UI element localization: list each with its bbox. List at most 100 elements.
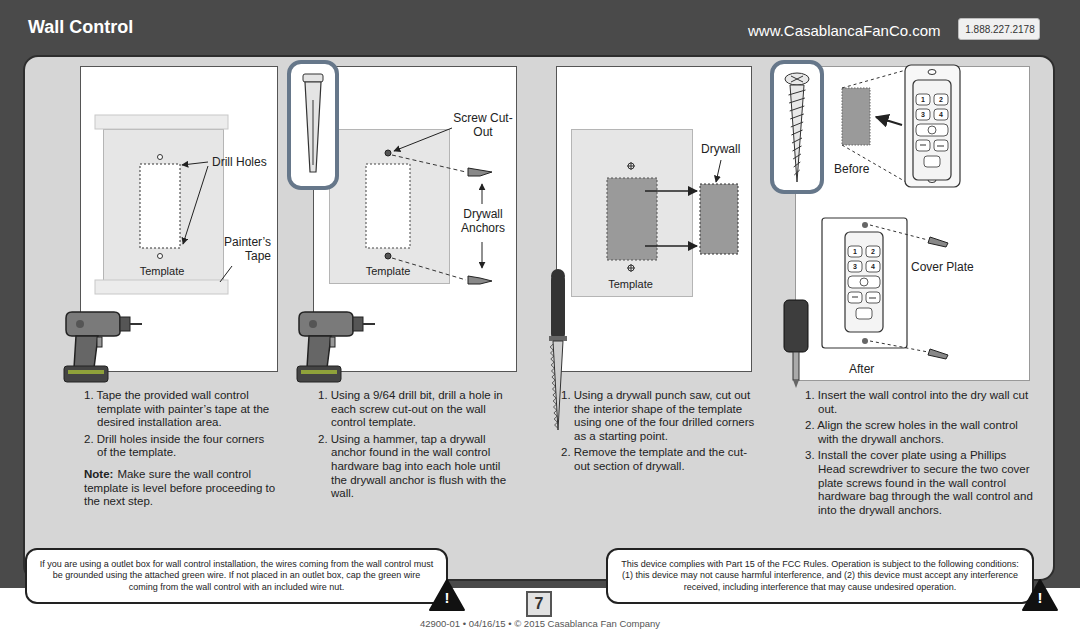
box-text: This device complies with Part 15 of the… (620, 559, 1020, 593)
box-label: Template (572, 278, 689, 291)
panel4-art-part (928, 70, 936, 75)
box-label: Template (330, 265, 446, 278)
button-number: 2 (867, 247, 879, 257)
step-text: 1. Using a drywall punch saw, cut out th… (561, 389, 757, 443)
panel4-art-part (870, 225, 928, 240)
panel1-art-part (64, 312, 142, 382)
step-text: 2. Using a hammer, tap a drywall anchor … (318, 433, 518, 501)
panel3-art-part (551, 276, 565, 338)
panel2-art-part (468, 168, 492, 176)
panel4-art-part (784, 300, 808, 352)
panel2-art-part (482, 184, 483, 204)
box-label: Drill Holes (212, 156, 274, 170)
phone-box: 1.888.227.2178 (958, 18, 1040, 40)
box-label: Before (834, 163, 886, 177)
step-text: 1. Insert the wall control into the dry … (805, 389, 1033, 416)
panel2-art-part (385, 150, 391, 156)
panel1-art-part (95, 115, 228, 129)
button-number: 4 (935, 110, 947, 120)
warning-box: This device complies with Part 15 of the… (606, 548, 1034, 604)
template-sheet: Template (329, 129, 450, 284)
panel3-art-part (553, 341, 563, 430)
panel2-art-part (366, 164, 410, 248)
step-panel: Drill HolesPainter’s TapeTemplate (80, 66, 278, 372)
step-text: 2. Remove the template and the cut-out s… (561, 446, 757, 473)
panel2-art-part (394, 128, 452, 151)
panel4-art-part (842, 88, 870, 145)
warning-box: If you are using a outlet box for wall c… (25, 548, 448, 604)
panel4-art-part (928, 349, 948, 359)
frame-band (0, 0, 1080, 588)
panel1-art-part (220, 266, 232, 282)
panel4-art-part (870, 341, 928, 352)
page-number-box: 7 (526, 591, 552, 617)
footer-text: 42900-01 • 04/16/15 • © 2015 Casablanca … (290, 618, 790, 629)
panel1-art-part (158, 254, 163, 259)
button-number: 3 (849, 262, 861, 272)
template-sheet: Template (571, 129, 693, 297)
panel4-art-part (793, 380, 799, 388)
panel4-art-part (862, 222, 868, 228)
panel4-art-part (772, 62, 822, 192)
warning-icons-part (1023, 580, 1057, 610)
button-number: 4 (867, 262, 879, 272)
step-text: 2. Drill holes inside the four corners o… (84, 433, 276, 460)
panel2-art-part (305, 82, 321, 172)
panel2-art-part (313, 100, 314, 165)
button-number: 1 (917, 95, 929, 105)
note: Note:Make sure the wall control template… (84, 468, 276, 509)
panel3-art-part (700, 184, 738, 254)
box-label: Drywall Anchors (452, 208, 514, 236)
panel1-art-part (158, 155, 163, 160)
panel2-art (289, 62, 492, 382)
panel2-art-part (385, 253, 391, 259)
panel4-art-part (791, 76, 803, 82)
panel3-art-part (627, 162, 635, 170)
box-label: Painter’s Tape (213, 236, 271, 264)
work-panel (24, 56, 1054, 580)
panel3-art-part (628, 265, 634, 271)
panel4-art-part (928, 237, 948, 247)
box-label: Screw Cut-Out (453, 112, 513, 140)
saw-tooth (550, 344, 557, 428)
panel4-art-part (842, 70, 906, 88)
panel3-art-part (551, 269, 565, 283)
box-text: If you are using a outlet box for wall c… (39, 559, 434, 593)
panel4-art (772, 62, 960, 388)
panel4-art-part (785, 73, 809, 85)
panel2-art-part (303, 74, 323, 82)
panel3-art-part (627, 264, 635, 272)
panel2-art-part (392, 258, 466, 280)
panel3-art-part (645, 245, 697, 247)
screw-threads (789, 90, 806, 175)
panel4-art-part (913, 80, 951, 180)
panel2-art-part (392, 155, 466, 172)
panel2-art-part (297, 312, 375, 382)
button-number: 2 (935, 95, 947, 105)
step-panel: DrywallTemplate (556, 66, 752, 372)
panel4-art-part (822, 218, 907, 348)
warning-mark: ! (441, 589, 453, 607)
screw-thread (789, 90, 806, 175)
panel1-art-part (140, 164, 180, 248)
panel4-art-part (842, 145, 906, 182)
button-number: 3 (917, 110, 929, 120)
panel1-art (64, 115, 232, 382)
warning-icons-part (430, 580, 464, 610)
button-number: 1 (849, 247, 861, 257)
step-text: 1. Using a 9/64 drill bit, drill a hole … (318, 389, 518, 430)
note-heading: Note: (84, 468, 113, 480)
template-sheet: Template (103, 129, 224, 284)
warning-mark: ! (1034, 589, 1046, 607)
panel1-art-part (95, 280, 228, 294)
panel1-art-part (182, 162, 208, 165)
step-text: 2. Align the screw holes in the wall con… (805, 419, 1033, 446)
step-panel: Screw Cut-OutDrywall AnchorsTemplate (313, 66, 517, 372)
panel4-art-part (928, 178, 936, 183)
panel3-art-part (628, 163, 634, 169)
page-title: Wall Control (28, 17, 133, 39)
panel2-art-part (289, 62, 337, 188)
panel2-art-part (482, 242, 483, 268)
panel1-art-part (183, 166, 208, 244)
